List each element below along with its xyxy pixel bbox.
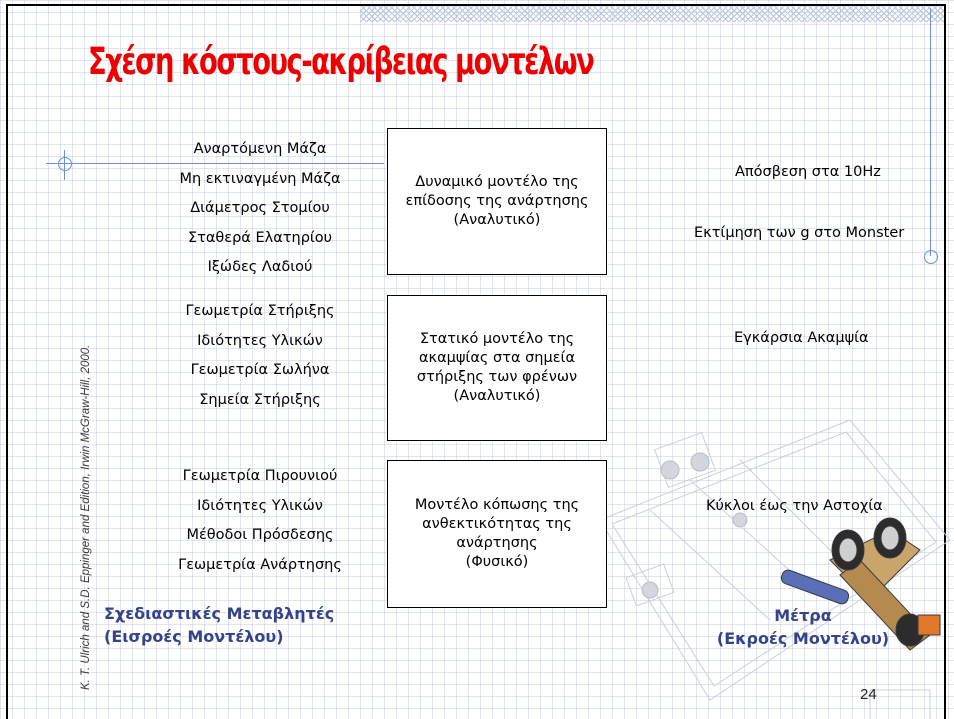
design-variables-group-3: Γεωμετρία Πιρουνιού Ιδιότητες Υλικών Μέθ… xyxy=(130,462,390,580)
design-variables-group-1: Αναρτόμενη Μάζα Μη εκτιναγμένη Μάζα Διάμ… xyxy=(130,135,390,283)
design-variable: Μέθοδοι Πρόσδεσης xyxy=(186,527,334,543)
source-credit: K. T. Ulrich and S.D. Eppinger and Editi… xyxy=(80,344,92,690)
suspension-fork-drawing xyxy=(599,419,951,719)
accent-circle xyxy=(58,157,72,171)
model-box-text: Στατικό μοντέλο της ακαμψίας στα σημεία … xyxy=(416,331,578,404)
design-variable: Ιξώδες Λαδιού xyxy=(207,259,313,275)
metric-output: Εγκάρσια Ακαμψία xyxy=(734,330,869,346)
accent-line-horizontal xyxy=(46,163,384,164)
slide-title: Σχέση κόστους-ακρίβειας μοντέλων xyxy=(88,40,595,83)
outputs-label-line: (Εκροές Μοντέλου) xyxy=(716,629,890,648)
design-variable: Αναρτόμενη Μάζα xyxy=(193,141,327,157)
design-variable: Γεωμετρία Πιρουνιού xyxy=(182,468,338,484)
model-box-text: Δυναμικό μοντέλο της επίδοσης της ανάρτη… xyxy=(405,174,589,228)
header-hatch-band xyxy=(360,4,944,22)
metric-output: Απόσβεση στα 10Hz xyxy=(735,164,881,180)
accent-line-vertical-right xyxy=(930,8,931,256)
design-variable: Γεωμετρία Σωλήνα xyxy=(190,362,330,378)
model-box-text: Μοντέλο κόπωσης της ανθεκτικότητας της α… xyxy=(414,497,580,570)
design-variable: Ιδιότητες Υλικών xyxy=(197,332,323,349)
model-box-dynamic: Δυναμικό μοντέλο της επίδοσης της ανάρτη… xyxy=(387,128,607,275)
accent-circle-right xyxy=(924,250,938,264)
model-box-fatigue: Μοντέλο κόπωσης της ανθεκτικότητας της α… xyxy=(387,460,607,608)
design-variable: Διάμετρος Στομίου xyxy=(190,200,330,216)
metric-output: Κύκλοι έως την Αστοχία xyxy=(706,498,883,514)
design-variable: Σταθερά Ελατηρίου xyxy=(187,229,333,246)
design-variable: Ιδιότητες Υλικών xyxy=(197,497,323,514)
design-variable: Μη εκτιναγμένη Μάζα xyxy=(179,170,341,187)
inputs-label: Σχεδιαστικές Μεταβλητές (Εισροές Μοντέλο… xyxy=(104,602,334,648)
metric-output: Εκτίμηση των g στο Monster xyxy=(694,225,905,241)
outputs-label: Μέτρα (Εκροές Μοντέλου) xyxy=(708,604,898,650)
design-variable: Γεωμετρία Ανάρτησης xyxy=(178,556,342,573)
inputs-label-line: (Εισροές Μοντέλου) xyxy=(104,627,284,646)
design-variable: Σημεία Στήριξης xyxy=(199,391,321,408)
page-number: 24 xyxy=(860,686,877,703)
design-variables-group-2: Γεωμετρία Στήριξης Ιδιότητες Υλικών Γεωμ… xyxy=(130,297,390,415)
inputs-label-line: Σχεδιαστικές Μεταβλητές xyxy=(104,604,335,623)
model-box-static: Στατικό μοντέλο της ακαμψίας στα σημεία … xyxy=(387,295,607,441)
slide-frame xyxy=(6,4,946,719)
design-variable: Γεωμετρία Στήριξης xyxy=(185,303,335,319)
outputs-label-line: Μέτρα xyxy=(774,606,832,625)
